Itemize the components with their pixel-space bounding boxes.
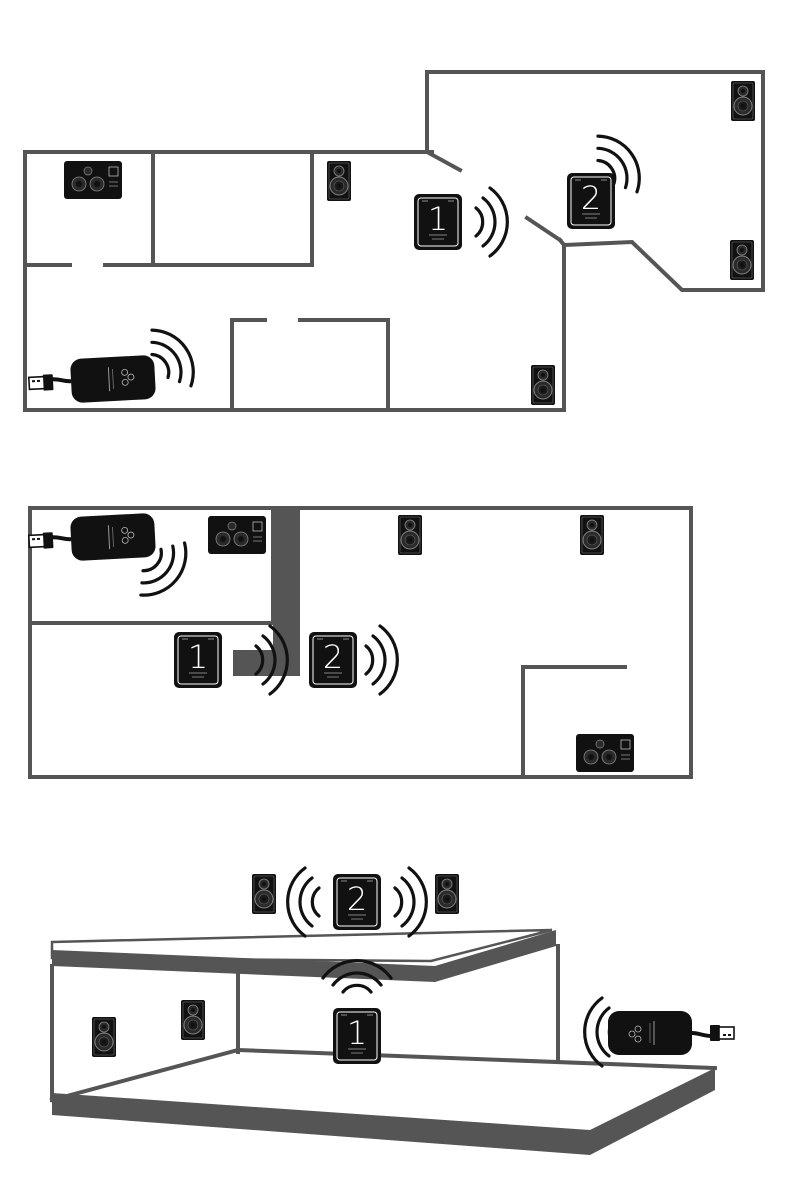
extender-number-label: 2 — [581, 179, 601, 217]
speaker-icon — [731, 81, 755, 121]
soundbar-icon — [208, 516, 266, 554]
signal-waves-icon — [288, 868, 319, 936]
extender-number-label: 1 — [347, 1014, 367, 1052]
usb-transmitter-icon — [28, 513, 156, 564]
speaker-icon — [531, 365, 555, 405]
extender-2-icon: 2 — [333, 874, 381, 930]
extender-1-icon: 1 — [414, 194, 462, 250]
partition-wall — [233, 650, 300, 676]
soundbar-icon — [64, 161, 122, 199]
extender-number-label: 1 — [428, 200, 448, 238]
usb-transmitter-icon — [608, 1011, 734, 1055]
signal-waves-icon — [476, 188, 507, 256]
speaker-icon — [181, 1000, 205, 1040]
speaker-icon — [252, 874, 276, 914]
speaker-icon — [398, 515, 422, 555]
soundbar-icon — [576, 734, 634, 772]
speaker-icon — [435, 874, 459, 914]
speaker-icon — [580, 515, 604, 555]
floor-plan-2: 1 2 — [28, 508, 691, 777]
extender-1-icon: 1 — [333, 1008, 381, 1064]
two-storey-perspective: 2 1 — [52, 868, 734, 1155]
speaker-icon — [327, 161, 351, 201]
ground-floor-slab — [52, 1068, 715, 1155]
signal-waves-icon — [395, 868, 426, 936]
extender-number-label: 2 — [347, 880, 367, 918]
extender-number-label: 2 — [323, 638, 343, 676]
extender-2-icon: 2 — [567, 173, 615, 229]
floor-plan-1: 1 2 — [25, 72, 763, 410]
extender-1-icon: 1 — [174, 632, 222, 688]
signal-waves-icon — [366, 626, 397, 694]
speaker-icon — [92, 1017, 116, 1057]
speaker-icon — [730, 240, 754, 280]
extender-2-icon: 2 — [309, 632, 357, 688]
usb-transmitter-icon — [28, 355, 156, 406]
extender-number-label: 1 — [188, 638, 208, 676]
